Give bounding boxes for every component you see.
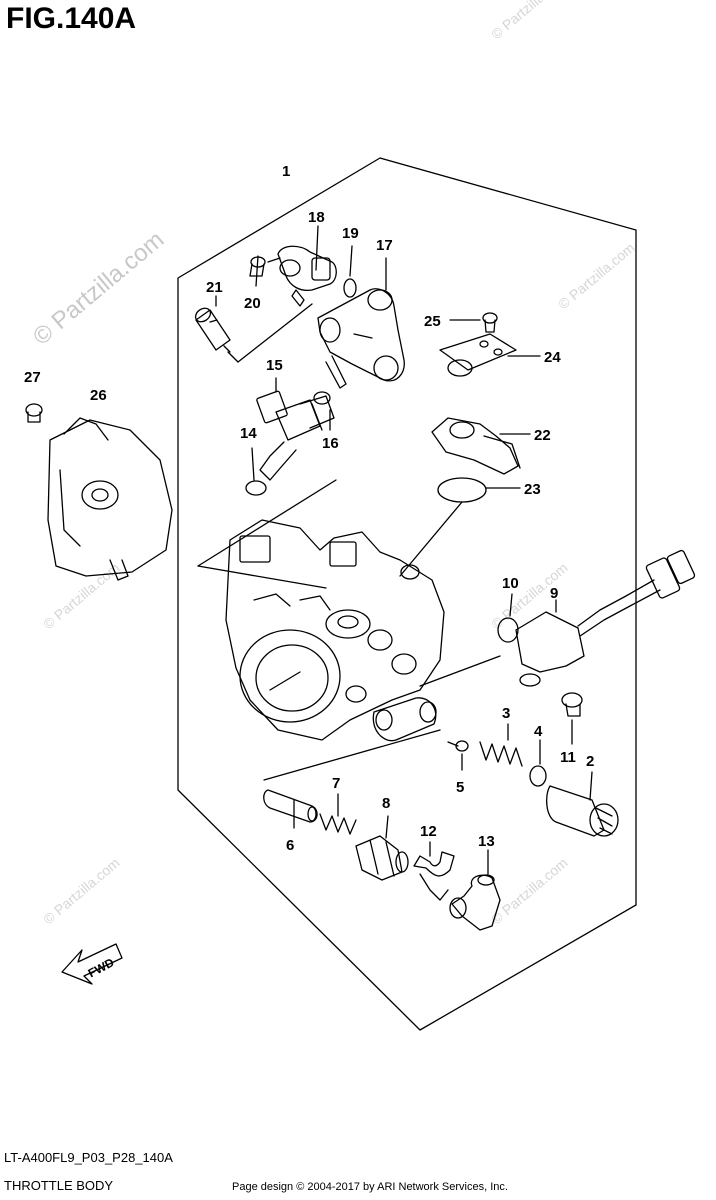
callout-17: 17 xyxy=(376,237,393,254)
part-9-sensor xyxy=(515,549,696,687)
callout-13: 13 xyxy=(478,833,495,850)
leader-line xyxy=(399,501,463,577)
callout-23: 23 xyxy=(524,481,541,498)
leader-line xyxy=(509,593,513,617)
part-12-hose xyxy=(413,851,455,901)
leader-line xyxy=(237,303,313,363)
part-25-screw xyxy=(482,312,498,333)
part-19-o-ring xyxy=(343,278,357,298)
callout-25: 25 xyxy=(424,313,441,330)
callout-7: 7 xyxy=(332,775,340,792)
callout-12: 12 xyxy=(420,823,437,840)
callout-10: 10 xyxy=(502,575,519,592)
page-credit: Page design © 2004-2017 by ARI Network S… xyxy=(232,1181,508,1193)
part-26-cover xyxy=(47,417,173,581)
leader-line xyxy=(197,479,337,567)
part-27-bolt xyxy=(25,403,43,423)
part-7-spring xyxy=(319,813,357,835)
part-5-screw xyxy=(447,740,469,752)
leader-line xyxy=(349,245,353,277)
fwd-arrow xyxy=(61,943,123,985)
throttle-body xyxy=(225,519,445,741)
leader-line xyxy=(315,225,319,271)
leader-line xyxy=(227,351,239,363)
callout-19: 19 xyxy=(342,225,359,242)
part-13-elbow xyxy=(449,874,501,931)
callout-20: 20 xyxy=(244,295,261,312)
part-2-screw xyxy=(545,785,619,837)
callout-6: 6 xyxy=(286,837,294,854)
part-17-bracket xyxy=(317,288,405,389)
part-23-o-ring xyxy=(437,477,487,503)
callout-5: 5 xyxy=(456,779,464,796)
part-14-o-ring xyxy=(245,480,267,496)
callout-24: 24 xyxy=(544,349,561,366)
callout-1: 1 xyxy=(282,163,290,180)
callout-18: 18 xyxy=(308,209,325,226)
part-21-plug xyxy=(194,307,231,353)
part-24-bracket xyxy=(439,333,517,377)
callout-11: 11 xyxy=(560,749,576,766)
leader-line xyxy=(419,655,501,687)
part-16-o-ring xyxy=(313,391,331,405)
callout-14: 14 xyxy=(240,425,257,442)
leader-line xyxy=(385,815,389,839)
callout-8: 8 xyxy=(382,795,390,812)
diagram-code: LT-A400FL9_P03_P28_140A xyxy=(4,1150,173,1165)
leader-line xyxy=(263,729,441,781)
part-idle-sleeve xyxy=(372,697,437,742)
assembly-outline xyxy=(177,157,637,1031)
callout-2: 2 xyxy=(586,753,594,770)
leader-line xyxy=(251,447,255,481)
part-15-injector xyxy=(256,390,335,481)
part-22-sensor xyxy=(431,417,521,475)
callout-26: 26 xyxy=(90,387,107,404)
leader-line xyxy=(255,255,259,287)
part-18-sensor xyxy=(267,245,337,307)
callout-3: 3 xyxy=(502,705,510,722)
leader-line xyxy=(197,565,327,589)
callout-22: 22 xyxy=(534,427,551,444)
part-8-nut xyxy=(355,835,409,881)
callout-4: 4 xyxy=(534,723,543,740)
callout-9: 9 xyxy=(550,585,558,602)
diagram-caption: THROTTLE BODY xyxy=(4,1178,114,1193)
figure-title: FIG.140A xyxy=(6,2,137,35)
part-6-plunger xyxy=(263,789,318,823)
callout-27: 27 xyxy=(24,369,41,386)
callout-21: 21 xyxy=(206,279,223,296)
part-10-o-ring xyxy=(497,617,519,643)
leader-line xyxy=(589,771,593,801)
part-3-spring xyxy=(479,741,523,767)
callout-15: 15 xyxy=(266,357,283,374)
part-4-o-ring xyxy=(529,765,547,787)
callout-16: 16 xyxy=(322,435,339,452)
part-11-screw xyxy=(561,692,583,717)
